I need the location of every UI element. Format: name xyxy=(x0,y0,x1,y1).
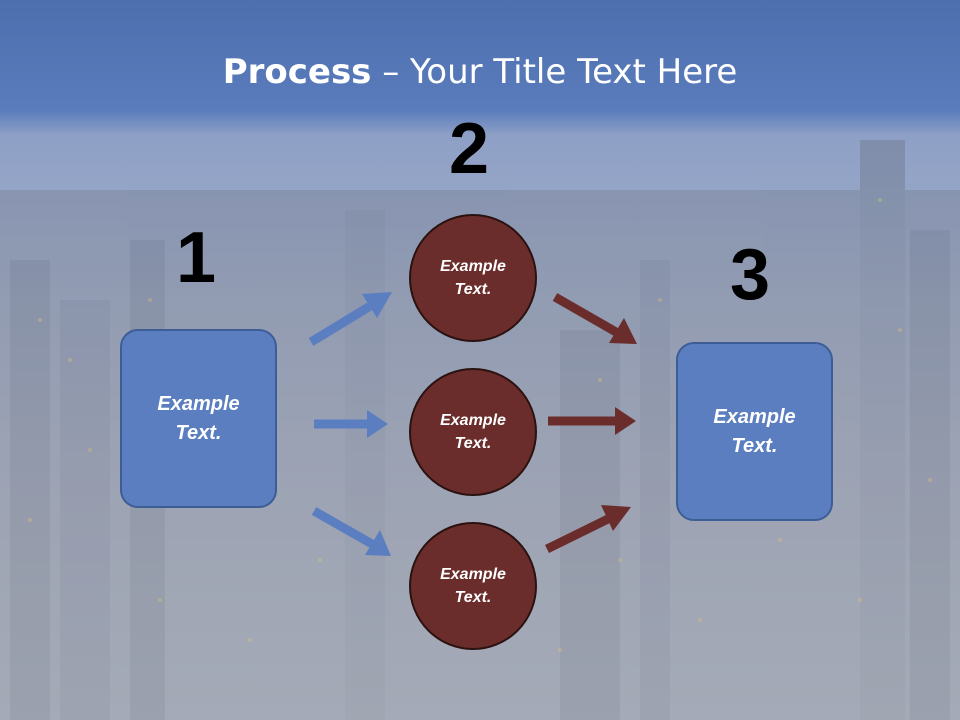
circle-bottom-label: Example Text. xyxy=(440,565,506,606)
step-number-2: 2 xyxy=(449,109,490,189)
title-bold: Process xyxy=(222,52,372,92)
circle-bottom: Example Text. xyxy=(409,522,537,650)
slide-title: Process – Your Title Text Here xyxy=(0,52,960,92)
arrow-left-to-bottom xyxy=(311,507,391,556)
arrow-bottom-to-right xyxy=(545,505,631,554)
arrow-left-to-middle xyxy=(314,410,388,438)
left-box: Example Text. xyxy=(120,329,277,508)
right-box-label: Example Text. xyxy=(713,405,796,457)
circle-middle: Example Text. xyxy=(409,368,537,496)
circle-middle-label: Example Text. xyxy=(440,411,506,452)
title-rest: – Your Title Text Here xyxy=(371,52,738,92)
step-number-3: 3 xyxy=(730,235,771,315)
arrow-top-to-right xyxy=(552,293,637,344)
circle-top: Example Text. xyxy=(409,214,537,342)
circle-top-label: Example Text. xyxy=(440,257,506,298)
step-number-1: 1 xyxy=(176,218,217,298)
right-box: Example Text. xyxy=(676,342,833,521)
arrow-middle-to-right xyxy=(548,407,636,435)
arrow-left-to-top xyxy=(308,292,392,346)
left-box-label: Example Text. xyxy=(157,392,240,444)
